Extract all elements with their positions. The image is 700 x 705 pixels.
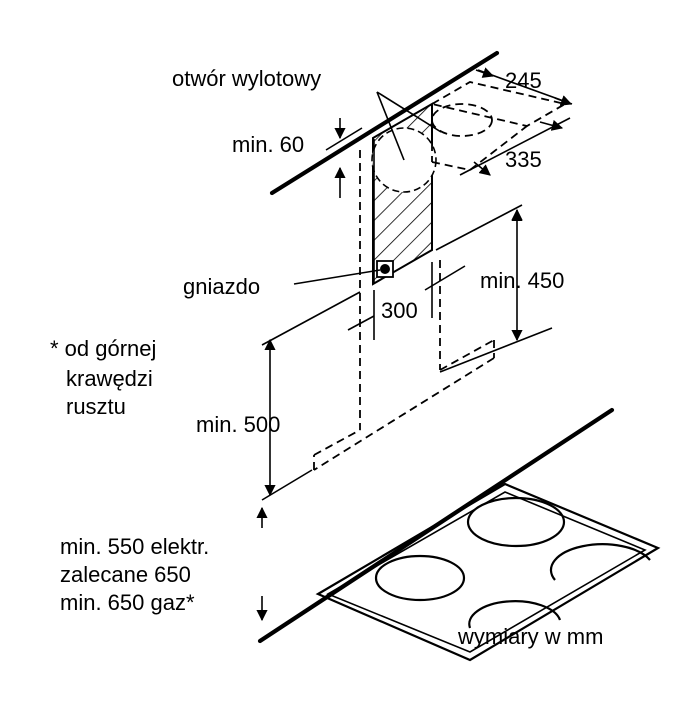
bottom-line-1: min. 550 elektr. xyxy=(60,534,209,559)
ceiling-outlet xyxy=(429,81,568,171)
note-line-2: krawędzi xyxy=(66,366,153,391)
dim-335 xyxy=(459,117,571,176)
dim-min60 xyxy=(325,118,363,198)
label-units: wymiary w mm xyxy=(457,624,603,649)
ceiling-line xyxy=(269,50,500,196)
bottom-line-3: min. 650 gaz* xyxy=(60,590,195,615)
outlet-leaders xyxy=(376,91,442,161)
label-min450: min. 450 xyxy=(480,268,564,293)
label-300: 300 xyxy=(381,298,418,323)
dim-300 xyxy=(347,262,466,340)
bottom-line-2: zalecane 650 xyxy=(60,562,191,587)
note-line-3: rusztu xyxy=(66,394,126,419)
socket-icon xyxy=(376,260,394,278)
label-socket: gniazdo xyxy=(183,274,260,299)
cooktop xyxy=(315,482,661,662)
dim-245 xyxy=(475,67,573,106)
hood-outline xyxy=(313,150,495,471)
label-min60: min. 60 xyxy=(232,132,304,157)
dim-min500 xyxy=(261,291,361,501)
note-line-1: * od górnej xyxy=(50,336,156,361)
label-outlet: otwór wylotowy xyxy=(172,66,321,91)
label-min500: min. 500 xyxy=(196,412,280,437)
label-335: 335 xyxy=(505,147,542,172)
label-245: 245 xyxy=(505,68,542,93)
socket-leader xyxy=(293,269,381,285)
dim-min450 xyxy=(435,204,553,373)
chimney-duct xyxy=(371,102,437,286)
